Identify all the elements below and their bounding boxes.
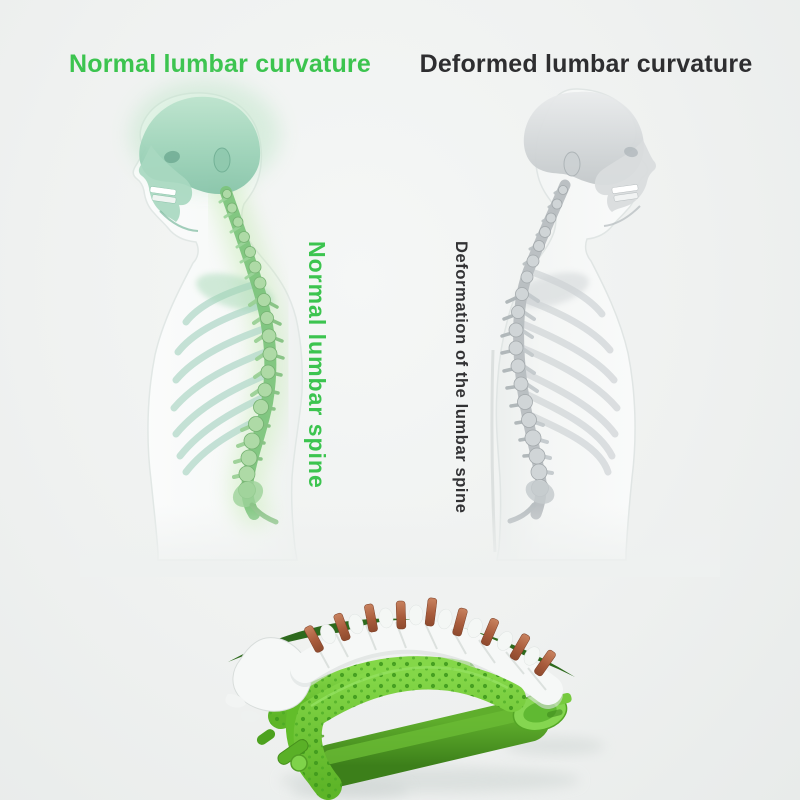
deformed-skull-face [594, 140, 656, 212]
normal-ear [213, 147, 231, 173]
normal-jaw-line [159, 210, 199, 232]
front-arch-highlight [310, 666, 509, 708]
normal-skull-face [138, 145, 193, 222]
deformed-jaw-line [603, 205, 641, 227]
deformed-figure-illustration [490, 88, 656, 561]
normal-cervical-processes [218, 195, 257, 280]
normal-pelvis [232, 480, 264, 508]
deformed-curvature-title: Deformed lumbar curvature [419, 50, 753, 78]
deformed-ear [563, 151, 581, 177]
tailbone-fragment2 [240, 710, 260, 723]
normal-eye-socket [164, 150, 180, 164]
disc-tabs [304, 597, 556, 677]
spinous-bumps [320, 604, 541, 666]
roller-highlight [323, 706, 531, 764]
normal-teeth-upper [149, 186, 177, 196]
adjustment-latch [256, 729, 309, 772]
deformed-eye-socket [624, 146, 638, 158]
deformed-teeth-upper [611, 184, 639, 194]
roller-base [310, 698, 550, 788]
deformed-skull-cranium [523, 91, 644, 186]
tailbone-fragment [225, 694, 246, 708]
torso-fade [80, 505, 720, 577]
deformed-pelvis [525, 480, 555, 504]
normal-curvature-title: Normal lumbar curvature [69, 50, 371, 78]
spine-band [290, 619, 563, 705]
normal-figure-illustration [130, 80, 303, 561]
normal-spine-side-label: Normal lumbar spine [304, 241, 330, 489]
deformed-teeth-lower [613, 192, 639, 202]
lumbar-spine-model [225, 597, 563, 723]
normal-teeth-lower [151, 194, 177, 204]
deformed-vertebrae [508, 185, 568, 497]
deformed-spine-side-label: Deformation of the lumbar spine [452, 241, 470, 514]
front-arch-nubs [293, 661, 526, 800]
back-stretcher-product [225, 597, 605, 800]
